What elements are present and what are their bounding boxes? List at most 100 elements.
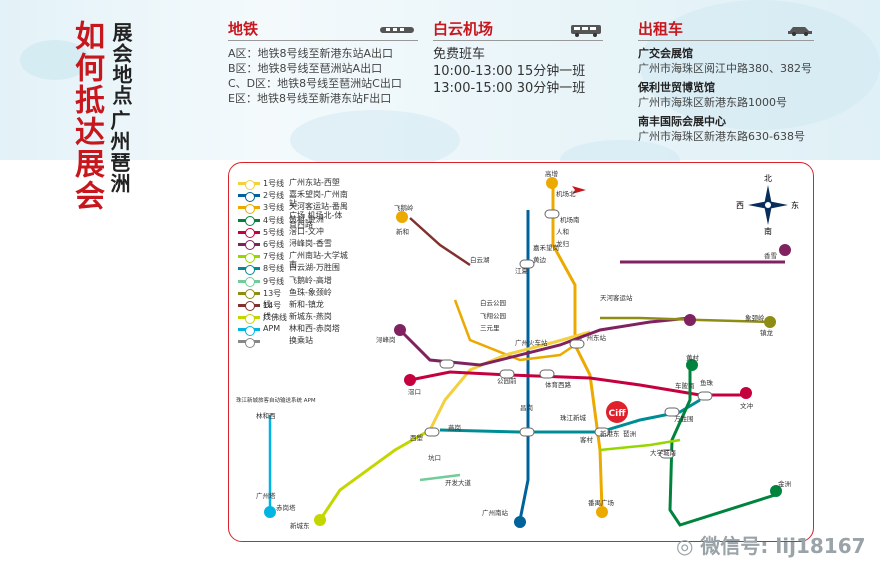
station-label: 飞鹅岭 <box>394 203 414 212</box>
shuttle-schedule: 13:00-15:00 30分钟一班 <box>433 81 586 96</box>
station-label: 赤岗塔 <box>276 503 296 512</box>
legend-line-swatch <box>238 301 260 312</box>
station-label: 广州南站 <box>482 508 509 517</box>
legend-line-swatch <box>238 313 260 324</box>
station-label: 广州火车站 <box>515 338 548 347</box>
station-label: 黄村 <box>686 353 700 362</box>
guangfo-line-path <box>318 428 431 521</box>
station-label: 客村 <box>580 435 594 444</box>
line-badge <box>546 177 558 189</box>
line-badge <box>770 485 782 497</box>
legend-row: 1号线广州东站-西塱 <box>238 178 349 190</box>
line-badge <box>396 211 408 223</box>
line-badge <box>264 506 276 518</box>
station-label: 人和 <box>556 227 569 236</box>
venue-name: 南丰国际会展中心 <box>638 115 726 128</box>
station-label: 新港东 <box>600 429 620 438</box>
transfer-station <box>569 339 585 349</box>
metro-item: E区：地铁8号线至新港东站F出口 <box>228 92 392 105</box>
station-label: 珠江新城旅客自动输送系统 APM <box>236 396 316 404</box>
legend-line-swatch <box>238 216 260 227</box>
station-label: 飞翔公园 <box>480 311 506 320</box>
station-label: 西塱 <box>410 433 424 442</box>
legend-line-swatch <box>238 277 260 287</box>
station-label: 开发大道 <box>445 478 472 487</box>
legend-line-swatch <box>238 325 260 336</box>
legend-line-number: 广佛线 <box>263 313 287 323</box>
legend-row: 5号线滘口-文冲 <box>238 227 349 239</box>
line-badge <box>514 516 526 528</box>
bus-icon <box>571 24 601 37</box>
transfer-station <box>519 259 535 269</box>
station-label: 广州东站 <box>580 333 607 342</box>
compass-n: 北 <box>764 174 772 183</box>
legend-row: 2号线嘉禾望岗-广州南站 <box>238 190 349 208</box>
legend-line-swatch <box>238 203 260 214</box>
airport-section: 白云机场 免费班车 10:00-13:00 15分钟一班 13:00-15:00… <box>433 22 603 97</box>
line-badge <box>596 506 608 518</box>
legend-line-name: 新和-镇龙 <box>289 299 324 309</box>
line-badges <box>264 177 791 528</box>
legend-row: 换乘站 <box>238 336 349 348</box>
legend-line-name: 广州南站-大学城南 <box>289 251 348 270</box>
station-label: 浔峰岗 <box>376 335 396 344</box>
legend-line-name: 新城东-燕岗 <box>289 312 332 322</box>
station-label: 万胜围 <box>674 414 694 423</box>
taxi-icon <box>788 26 812 36</box>
transfer-station <box>519 427 535 437</box>
legend-line-number: APM <box>263 324 281 334</box>
transfer-station <box>664 407 680 417</box>
legend-line-swatch <box>238 337 260 348</box>
compass-s: 南 <box>764 226 772 236</box>
legend-line-name: 滘口-文冲 <box>289 226 324 236</box>
station-label: 金洲 <box>778 479 791 488</box>
line-8-path <box>439 398 701 434</box>
line-2-path <box>518 210 530 521</box>
legend-line-number: 2号线 <box>263 191 285 201</box>
line-4-path <box>668 365 776 527</box>
line-9-path <box>419 473 461 482</box>
legend-row: 8号线白云湖-万胜围 <box>238 263 349 275</box>
legend-line-name: 嘉禾望岗-广州南站 <box>289 190 348 209</box>
venue-location: 广州琶洲 <box>107 110 131 194</box>
station-label: 新和 <box>396 227 409 236</box>
airport-heading: 白云机场 <box>433 22 603 41</box>
decorative-blob <box>640 0 880 130</box>
legend-line-number: 14号线 <box>263 300 282 321</box>
station-label: 三元里 <box>480 324 500 332</box>
station-label: 林和西 <box>256 411 276 420</box>
line-badge <box>314 514 326 526</box>
venue-address: 广州市海珠区阅江中路380、382号 <box>638 62 812 75</box>
station-label: 白云公园 <box>480 298 506 307</box>
legend-line-number: 6号线 <box>263 239 285 249</box>
metro-item: B区：地铁8号线至琶洲站A出口 <box>228 62 383 75</box>
venue-name: 保利世贸博览馆 <box>638 81 715 94</box>
legend-row: 广佛线新城东-燕岗 <box>238 312 349 324</box>
station-label: 体育西路 <box>545 380 572 389</box>
legend-line-number: 4号线 <box>263 215 285 225</box>
legend-line-swatch <box>238 191 260 202</box>
airplane-icon <box>572 186 586 194</box>
legend-line-number: 5号线 <box>263 227 285 237</box>
legend-line-name: 飞鹅岭-高增 <box>289 275 332 285</box>
line-7-path <box>599 438 681 452</box>
transfer-station <box>697 391 713 401</box>
legend-line-number: 8号线 <box>263 264 285 274</box>
station-label: 白云湖 <box>470 255 490 264</box>
station-label: 机场北 <box>556 189 576 198</box>
station-labels: 机场北 机场南 人和 龙归 嘉禾望岗 黄边 江夏 白云公园 飞翔公园 三元里 广… <box>236 169 791 530</box>
venue-address: 广州市海珠区新港东路1000号 <box>638 96 787 109</box>
station-label: 车陂南 <box>675 381 695 390</box>
legend-line-number: 1号线 <box>263 179 285 188</box>
venue-marker-icon <box>606 401 628 423</box>
station-label: 龙归 <box>556 239 569 248</box>
legend-row: 6号线浔峰岗-香雪 <box>238 239 349 251</box>
airport-heading-text: 白云机场 <box>433 20 494 38</box>
legend-line-swatch <box>238 240 260 251</box>
legend-row: 4号线黄村-金洲 <box>238 215 349 227</box>
station-label: 大学城南 <box>650 448 677 457</box>
transfer-station <box>659 449 675 459</box>
station-label: 江夏 <box>515 267 529 275</box>
station-label: 公园前 <box>497 376 517 385</box>
metro-heading: 地铁 <box>228 22 418 41</box>
